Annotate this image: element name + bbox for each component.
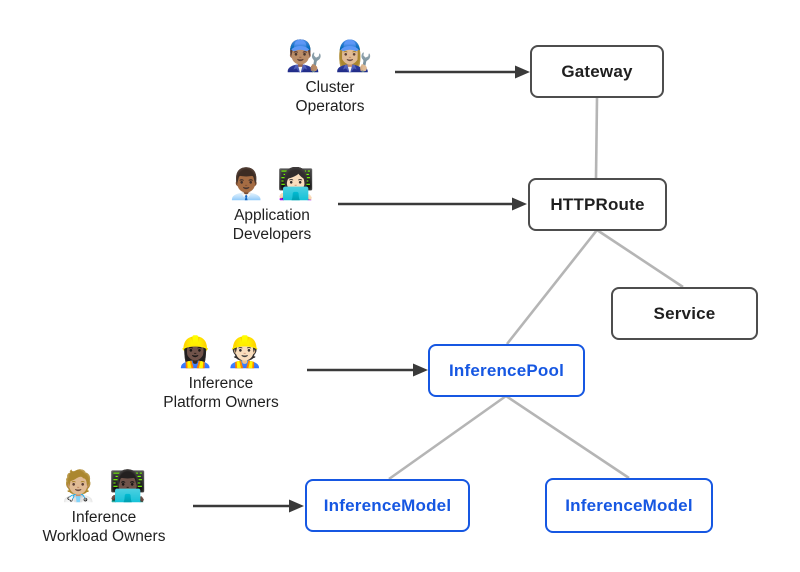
persona-label: Workload Owners [42, 528, 166, 545]
node-service-label: Service [653, 303, 716, 323]
persona-inference-platform-owners: 👷🏿‍♀️ 👷🏻 Inference Platform Owners [136, 332, 306, 412]
node-gateway: Gateway [530, 45, 664, 98]
persona-label: Cluster [305, 79, 355, 96]
arrow-platform-owners-to-inferencepool [307, 363, 428, 377]
cluster-operators-icon: 👨🏽‍🔧 👩🏼‍🔧 [285, 40, 375, 73]
node-service: Service [611, 287, 758, 340]
arrow-application-developers-to-httproute [338, 197, 527, 211]
node-inferencemodel-right-label: InferenceModel [565, 495, 693, 515]
node-httproute-label: HTTPRoute [550, 194, 645, 214]
inference-platform-owners-icon: 👷🏿‍♀️ 👷🏻 [176, 336, 266, 369]
edge-httproute-service [596, 228, 684, 289]
edge-gateway-httproute [594, 97, 599, 179]
persona-inference-workload-owners: 🧑🏼‍⚕️ 👨🏿‍💻 Inference Workload Owners [19, 466, 189, 546]
persona-label: Operators [295, 98, 365, 115]
inference-workload-owners-icon: 🧑🏼‍⚕️ 👨🏿‍💻 [59, 470, 149, 503]
persona-label: Platform Owners [163, 394, 279, 411]
application-developers-icon: 👨🏾‍💼 👩🏻‍💻 [227, 168, 317, 201]
node-inferencemodel-right: InferenceModel [545, 478, 713, 533]
arrow-workload-owners-to-inferencemodel [193, 499, 304, 513]
persona-label: Developers [232, 226, 312, 243]
persona-label: Inference [71, 509, 137, 526]
node-inferencepool: InferencePool [428, 344, 585, 397]
node-gateway-label: Gateway [561, 61, 633, 81]
node-httproute: HTTPRoute [528, 178, 667, 231]
node-inferencemodel-left-label: InferenceModel [323, 495, 452, 515]
node-inferencepool-label: InferencePool [448, 360, 565, 380]
edge-httproute-inferencepool [505, 229, 599, 345]
persona-cluster-operators: 👨🏽‍🔧 👩🏼‍🔧 Cluster Operators [245, 36, 415, 116]
persona-label: Inference [188, 375, 254, 392]
node-inferencemodel-left: InferenceModel [305, 479, 470, 532]
edge-inferencepool-inferencemodel-right [505, 394, 630, 480]
edge-inferencepool-inferencemodel-left [388, 394, 507, 481]
persona-application-developers: 👨🏾‍💼 👩🏻‍💻 Application Developers [187, 164, 357, 244]
persona-label: Application [234, 207, 310, 224]
arrow-cluster-operators-to-gateway [395, 65, 530, 79]
